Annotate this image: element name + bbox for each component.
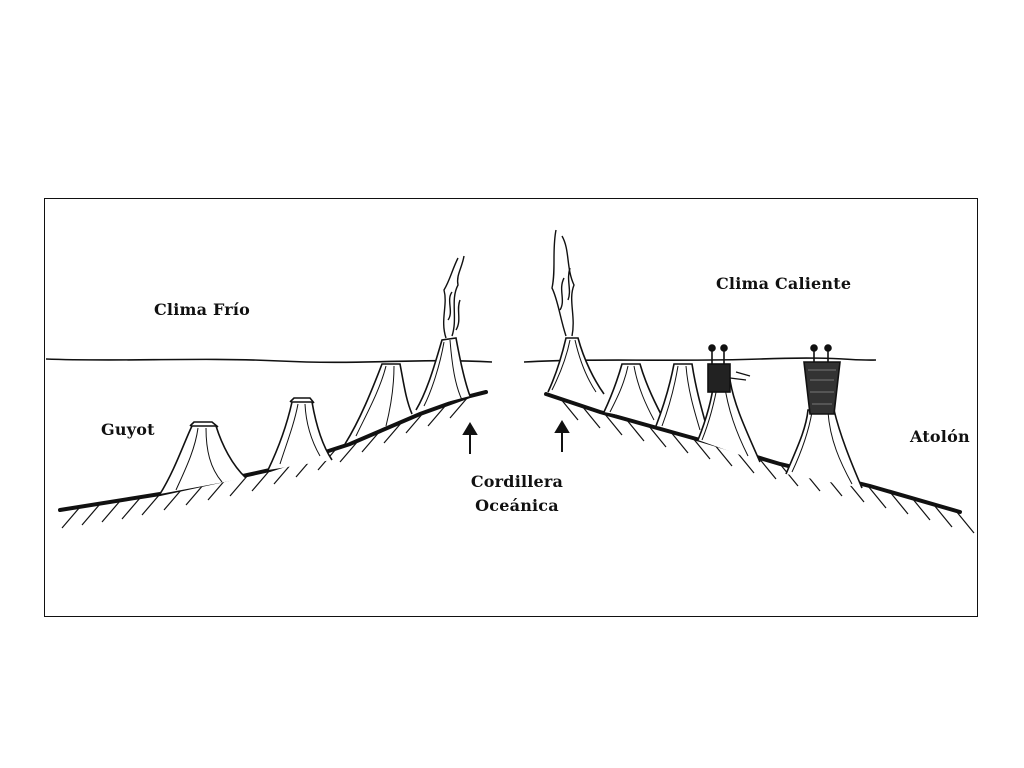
seamount-right-2 bbox=[655, 363, 709, 433]
label-warm-climate: Clima Caliente bbox=[716, 274, 852, 293]
eruption-plume-left bbox=[443, 255, 465, 339]
sea-surface-left bbox=[45, 358, 493, 364]
atoll bbox=[785, 344, 863, 489]
label-guyot: Guyot bbox=[101, 420, 155, 439]
hatching-right bbox=[559, 397, 975, 534]
seamount-near-surface-left bbox=[344, 363, 413, 445]
guyot-mid-left bbox=[267, 397, 333, 471]
volcano-right bbox=[547, 337, 605, 395]
arrow-up-icon bbox=[462, 422, 478, 454]
label-atoll: Atolón bbox=[910, 427, 970, 446]
label-ridge-line1: Cordillera bbox=[470, 472, 564, 491]
seamount-right-1 bbox=[603, 363, 667, 425]
hatching-left bbox=[61, 396, 469, 529]
arrow-up-icon bbox=[554, 420, 570, 452]
eruption-plume-right bbox=[551, 229, 575, 337]
label-ridge-line2: Oceánica bbox=[475, 496, 559, 515]
guyot-far-left bbox=[159, 421, 247, 495]
reef-island bbox=[697, 344, 761, 463]
sea-floor-left bbox=[58, 390, 488, 512]
label-cold-climate: Clima Frío bbox=[154, 300, 251, 319]
volcano-left bbox=[415, 337, 471, 411]
label-ocean-ridge: Cordillera Oceánica bbox=[462, 470, 572, 518]
